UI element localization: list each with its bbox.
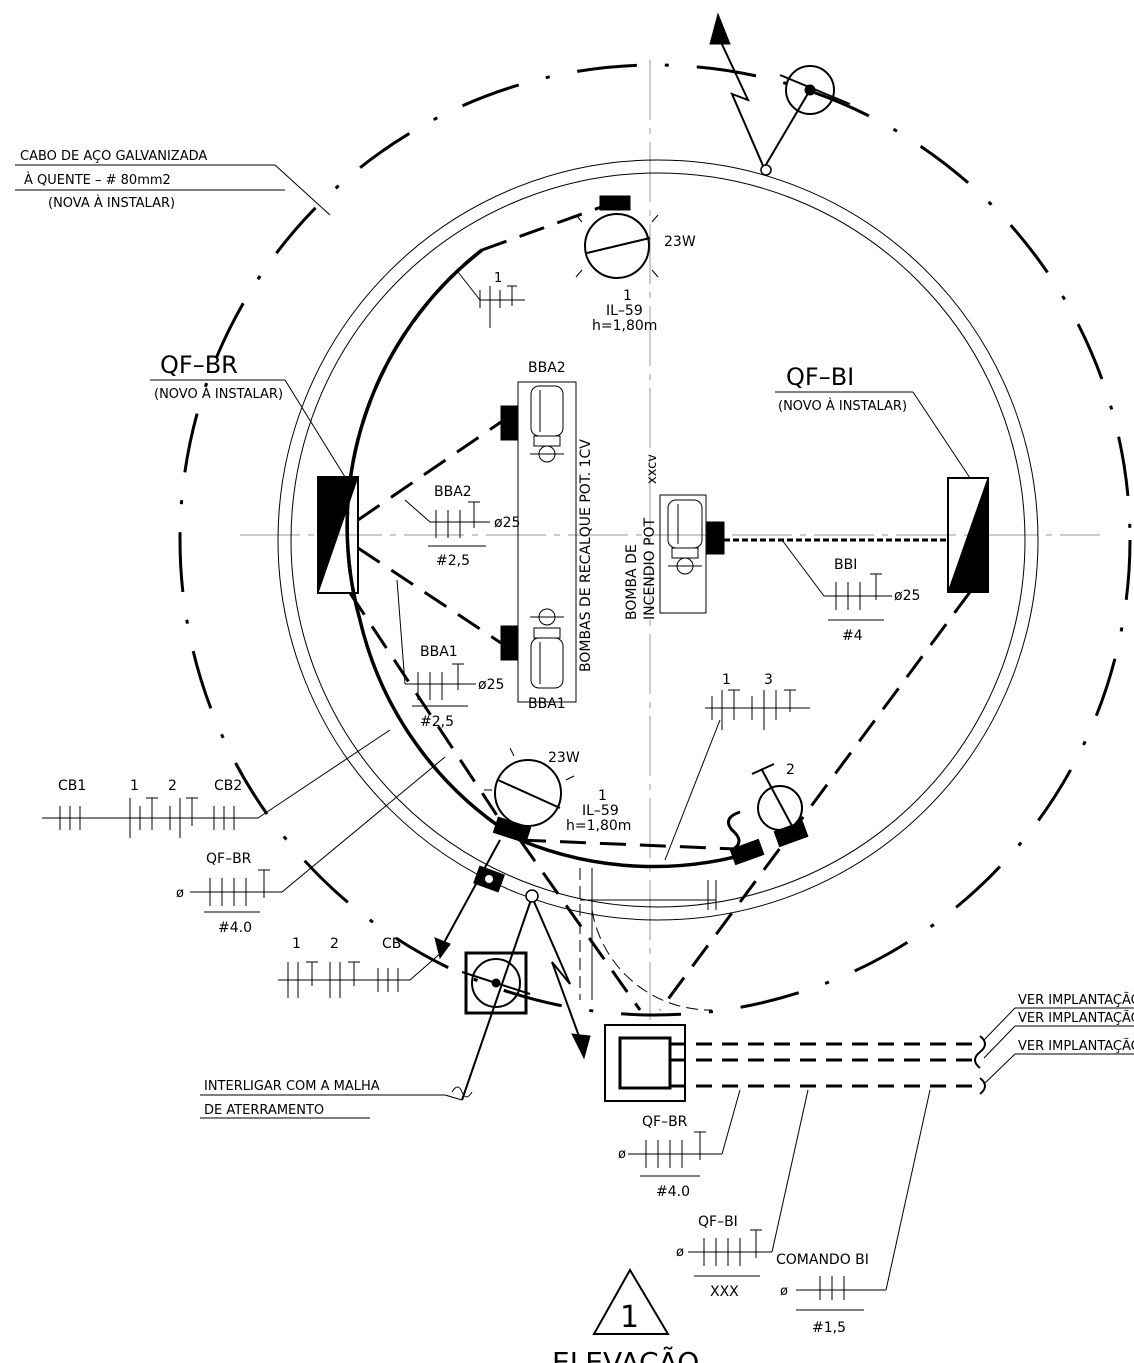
fire-pump: BOMBA DE INCENDIO POT xxcv [624, 454, 725, 620]
circuit-cb-left: 1 2 CB [278, 936, 451, 998]
feed-qfbr-bottom-dia: ø [618, 1147, 626, 1162]
feed-qfbr-bottom: QF–BR ø #4.0 [618, 1089, 741, 1200]
lamp-top-height: h=1,80m [592, 318, 657, 334]
circuit-left-1-label: 1 [292, 936, 301, 952]
grounding-connection: INTERLIGAR COM A MALHA DE ATERRAMENTO [200, 839, 591, 1119]
section-number: 1 [620, 1300, 639, 1335]
external-box: VER IMPLANTAÇÃO VER IMPLANTAÇÃO VER IMPL… [604, 992, 1134, 1102]
panel-qfbr-note: (NOVO À INSTALAR) [154, 386, 283, 402]
circuit-cb2-label: CB2 [214, 778, 242, 794]
feed-qfbr-left-sec: #4.0 [218, 920, 252, 936]
circuit-2-label: 2 [168, 778, 177, 794]
section-title: ELEVAÇÃO [552, 1346, 699, 1363]
wire-bba1-tag: BBA1 [420, 644, 458, 660]
lamp-top-power: 23W [664, 234, 696, 250]
feed-qfbi-bottom-dia: ø [676, 1245, 684, 1260]
feed-qfbr-bottom-tag: QF–BR [642, 1114, 688, 1130]
fire-pump-label-1: BOMBA DE [624, 544, 640, 620]
fire-pump-label-2: INCENDIO POT [642, 517, 658, 620]
grounding-cable-ring [178, 63, 1132, 1017]
lamp-top: 23W 1 IL–59 h=1,80m [575, 195, 696, 334]
panel-qfbi-note: (NOVO À INSTALAR) [778, 398, 907, 414]
wire-bba1-sec: #2,5 [420, 714, 454, 730]
pumps-recalque-label: BOMBAS DE RECALQUE POT. 1CV [578, 439, 594, 672]
lamp-top-type: IL–59 [606, 303, 643, 319]
right-wire-circuit-1: 1 [722, 672, 731, 688]
circuit-left-2-label: 2 [330, 936, 339, 952]
feed-qfbi-bottom-tag: QF–BI [698, 1214, 738, 1230]
feed-qfbi-bottom-sec: XXX [710, 1284, 739, 1300]
circuit-left-cb-label: CB [382, 936, 401, 952]
wire-bba2-sec: #2,5 [436, 553, 470, 569]
north-arrow [709, 12, 851, 176]
wire-bba1: BBA1 ø25 #2,5 [396, 579, 504, 730]
right-wire-circuit-3: 3 [764, 672, 773, 688]
circuit-cb1-label: CB1 [58, 778, 86, 794]
panel-qfbr-tag: QF–BR [160, 351, 238, 379]
ver-implantacao-3: VER IMPLANTAÇÃO [1018, 1038, 1134, 1054]
feed-qfbr-left: QF–BR ø #4.0 [176, 756, 446, 936]
cable-label: CABO DE AÇO GALVANIZADA À QUENTE – # 80m… [15, 149, 331, 216]
wire-bbi-sec: #4 [842, 628, 863, 644]
interligar-line2: DE ATERRAMENTO [204, 1103, 324, 1118]
wire-symbol-top: 1 [457, 271, 525, 328]
lamp-bottom-power: 23W [548, 750, 580, 766]
wire-bba2: BBA2 ø25 #2,5 [404, 484, 520, 569]
pumps-recalque: BBA2 BBA1 BOMBAS DE RECALQUE POT. 1CV [500, 360, 594, 712]
wire-symbol-right: 1 3 [664, 672, 810, 861]
ver-implantacao-2: VER IMPLANTAÇÃO [1018, 1010, 1134, 1026]
hatch [579, 868, 717, 1011]
cable-label-line2: À QUENTE – # 80mm2 [24, 172, 171, 188]
wire-bba2-tag: BBA2 [434, 484, 472, 500]
circuit-cb1-cb2: CB1 1 2 CB2 [42, 729, 391, 838]
wire-bba2-dia: ø25 [494, 515, 520, 531]
lamp-bottom: 23W 1 IL–59 h=1,80m [484, 747, 631, 844]
feed-qfbr-left-tag: QF–BR [206, 851, 252, 867]
fire-pump-power: xxcv [645, 454, 660, 484]
ver-implantacao-1: VER IMPLANTAÇÃO [1018, 992, 1134, 1008]
lamp-top-circuit: 1 [623, 288, 632, 304]
comando-bi-sec: #1,5 [812, 1320, 846, 1336]
lamp-bottom-height: h=1,80m [566, 818, 631, 834]
section-marker: 1 ELEVAÇÃO [552, 1268, 699, 1363]
outlet-switch: 2 [726, 762, 809, 866]
wire-bba1-dia: ø25 [478, 677, 504, 693]
lamp-bottom-circuit: 1 [598, 788, 607, 804]
top-wire-circuit: 1 [494, 271, 502, 286]
wire-bbi-dia: ø25 [894, 588, 920, 604]
feed-qfbr-bottom-sec: #4.0 [656, 1184, 690, 1200]
feed-qfbr-left-dia: ø [176, 886, 184, 901]
cable-label-line3: (NOVA À INSTALAR) [48, 195, 175, 211]
feed-comando-bi: COMANDO BI ø #1,5 [776, 1089, 931, 1336]
panel-qfbr: QF–BR (NOVO À INSTALAR) [150, 351, 359, 594]
pump-bba2-label: BBA2 [528, 360, 566, 376]
comando-bi-dia: ø [780, 1284, 788, 1299]
outlet-circuit: 2 [786, 762, 795, 778]
wire-bbi-tag: BBI [834, 557, 857, 573]
comando-bi-tag: COMANDO BI [776, 1252, 869, 1268]
centerlines [240, 60, 1100, 1020]
cable-label-line1: CABO DE AÇO GALVANIZADA [20, 149, 207, 164]
panel-qfbi: QF–BI (NOVO À INSTALAR) [775, 363, 989, 593]
panel-qfbi-tag: QF–BI [786, 363, 854, 391]
pump-bba1-label: BBA1 [528, 696, 566, 712]
tank-wall-inner [290, 172, 1026, 908]
wire-bbi: BBI ø25 #4 [781, 539, 920, 644]
interligar-line1: INTERLIGAR COM A MALHA [204, 1079, 380, 1094]
feed-qfbi-bottom: QF–BI ø XXX [676, 1089, 809, 1300]
lamp-bottom-type: IL–59 [582, 803, 619, 819]
circuit-1-label: 1 [130, 778, 139, 794]
tank-wall-outer [277, 159, 1039, 921]
